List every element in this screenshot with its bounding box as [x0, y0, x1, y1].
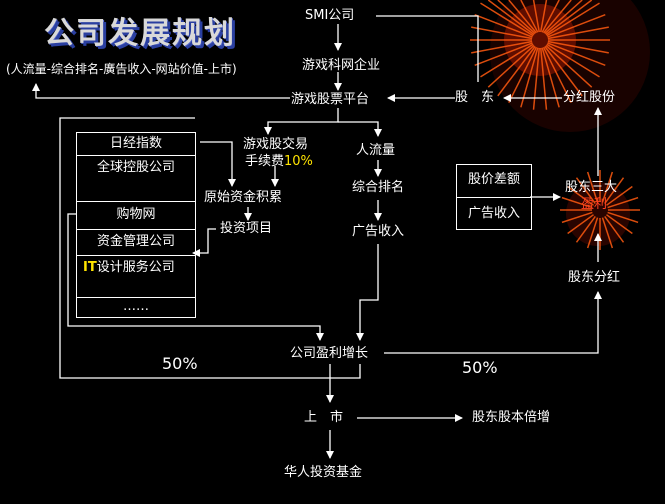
firework-ray — [544, 0, 583, 35]
company-item: IT设计服务公司 — [77, 255, 195, 299]
firework-ray — [474, 14, 533, 38]
page-title: 公司发展规划 — [44, 16, 236, 51]
node-smi: SMI公司 — [305, 8, 355, 23]
firework-ray — [604, 177, 625, 204]
firework-ray — [487, 44, 535, 88]
node-platform: 游戏股票平台 — [291, 92, 370, 107]
firework-ray — [606, 185, 633, 206]
firework-ray — [547, 42, 606, 66]
node-profit-line1: 股东三大 — [565, 180, 618, 195]
firework-ray — [542, 0, 572, 34]
company-item: …… — [77, 297, 195, 318]
firework-ray — [532, 47, 541, 110]
firework-ray — [601, 217, 614, 249]
node-listing: 上 市 — [304, 410, 344, 425]
pct-right: 50% — [462, 358, 498, 377]
firework-ray — [575, 177, 596, 204]
firework-ray — [545, 0, 593, 36]
node-shareholders: 股 东 — [455, 90, 495, 105]
firework-ray — [539, 47, 548, 110]
firework-ray — [545, 44, 593, 88]
firework-ray — [497, 45, 536, 97]
profit-price-diff: 股价差额 — [467, 172, 520, 187]
firework-ray — [542, 46, 572, 103]
firework-ray — [586, 217, 599, 249]
node-fund: 华人投资基金 — [284, 465, 363, 480]
firework-ray — [606, 214, 633, 235]
node-trading-fee-line2: 手续费10% — [245, 154, 313, 169]
node-game-company: 游戏科网企业 — [302, 58, 381, 73]
firework-ray — [601, 171, 614, 203]
node-ad-income: 广告收入 — [352, 224, 405, 239]
firework-ray — [508, 0, 538, 34]
node-investment: 投资项目 — [220, 221, 273, 236]
profit-source-box: 股价差额 广告收入 — [456, 164, 532, 230]
profit-ad-income: 广告收入 — [457, 197, 531, 230]
company-item: 全球控股公司 — [77, 155, 195, 201]
node-capital: 原始资金积累 — [204, 190, 283, 205]
firework-ray — [520, 0, 539, 33]
node-trading-fee-line1: 游戏股交易 — [243, 137, 309, 152]
company-item: 资金管理公司 — [77, 229, 195, 254]
pct-left: 50% — [162, 354, 198, 373]
firework-ray — [547, 40, 609, 54]
firework-ray — [480, 2, 534, 37]
firework-ray — [508, 46, 538, 103]
firework-ray — [607, 196, 639, 209]
firework-ray — [480, 43, 534, 78]
node-ranking: 综合排名 — [352, 180, 405, 195]
company-list-box: 日经指数 全球控股公司 购物网 资金管理公司 IT设计服务公司 …… — [76, 132, 196, 318]
firework-ray — [586, 171, 599, 203]
company-item: 购物网 — [77, 201, 195, 228]
node-share-double: 股东股本倍增 — [472, 410, 551, 425]
firework-ray — [546, 43, 600, 78]
node-growth: 公司盈利增长 — [290, 346, 369, 361]
node-value-chain: (人流量-综合排名-廣告收入-网站价值-上市) — [6, 62, 237, 76]
firework-ray — [471, 40, 533, 54]
firework-ray — [487, 0, 535, 36]
firework-ray — [561, 196, 593, 209]
firework-ray — [604, 216, 625, 243]
firework-ray — [497, 0, 536, 35]
firework-ray — [532, 0, 541, 33]
firework-ray — [547, 26, 609, 40]
firework-ray — [607, 211, 639, 224]
node-traffic: 人流量 — [356, 143, 396, 158]
node-sh-dividend: 股东分红 — [568, 270, 621, 285]
company-item: 日经指数 — [109, 136, 162, 151]
firework-ray — [541, 0, 560, 33]
firework-ray — [575, 216, 596, 243]
firework-ray — [539, 0, 548, 33]
firework-ray — [471, 26, 533, 40]
firework-ray — [544, 45, 583, 97]
firework-ray — [546, 2, 600, 37]
firework-ray — [567, 185, 594, 206]
node-profit-line2: 盈利 — [581, 197, 608, 212]
firework-ray — [567, 214, 594, 235]
firework-ray — [474, 42, 533, 66]
node-dividend-shares: 分红股份 — [563, 90, 616, 105]
trading-fee-rate: 10% — [284, 154, 313, 169]
firework-ray — [547, 14, 606, 38]
firework-ray — [561, 211, 593, 224]
